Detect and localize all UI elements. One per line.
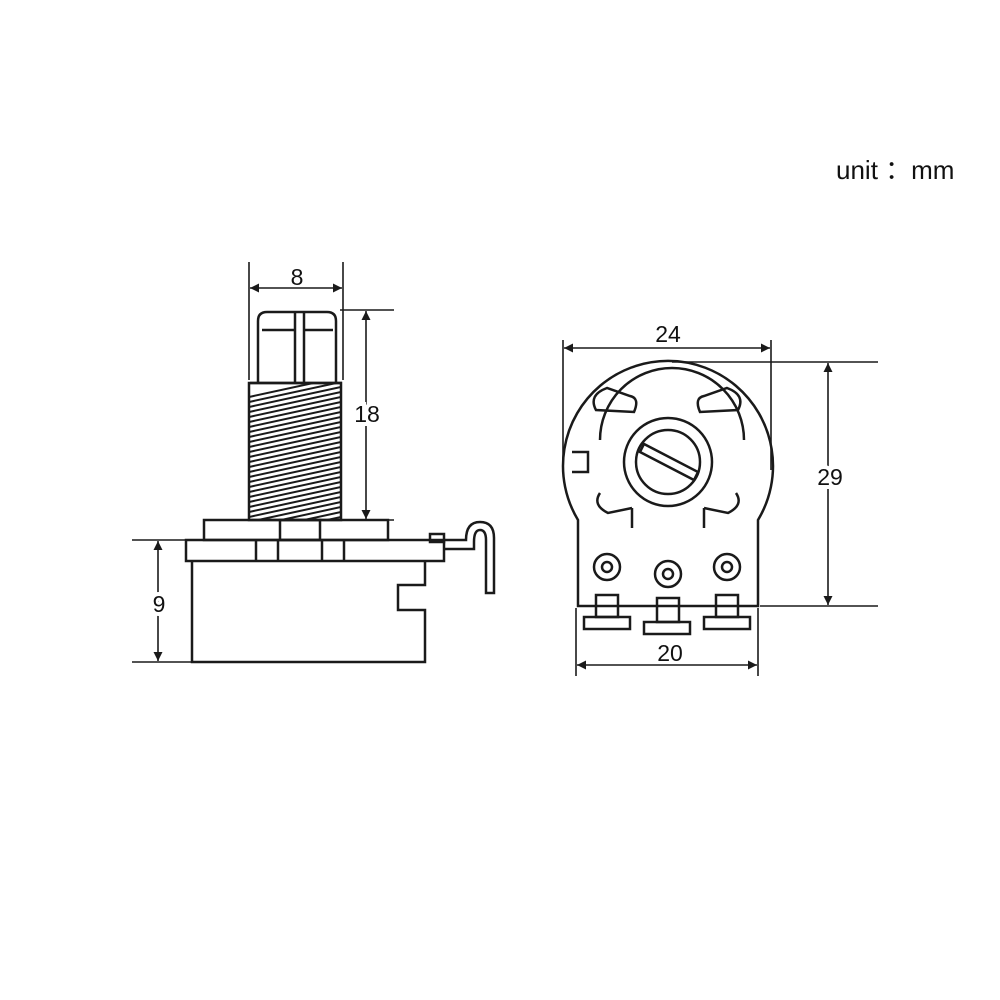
thread-line [249, 496, 341, 518]
thread-line [249, 401, 341, 423]
thread-line [276, 506, 341, 520]
side-view [184, 310, 496, 664]
thread-line [253, 501, 341, 520]
shaft-tip [250, 310, 342, 385]
thread-line [299, 511, 341, 520]
side-view-dimensions [132, 262, 394, 663]
mounting-nut [202, 518, 390, 542]
thread-line [249, 532, 341, 552]
thread-line [249, 421, 341, 443]
thread-line [249, 416, 341, 438]
thread-line [249, 456, 341, 478]
thread-line [249, 481, 341, 503]
dim-shaft-diameter: 8 [291, 264, 304, 290]
thread-line [249, 406, 341, 428]
dim-shaft-length: 18 [354, 401, 380, 427]
front-view [561, 359, 775, 636]
thread-line [249, 441, 341, 463]
thread-line [249, 491, 341, 513]
shaft-end [622, 416, 714, 508]
dim-body-height: 9 [153, 591, 166, 617]
terminal-pins [582, 593, 752, 636]
shaft-slot [638, 442, 700, 482]
unit-label: unit ：mm [836, 155, 955, 185]
thread-line [249, 436, 341, 458]
pot-body [190, 561, 427, 664]
thread-line [249, 386, 341, 408]
thread-line [249, 383, 341, 403]
solder-lug [444, 520, 496, 595]
thread-line [249, 391, 341, 413]
terminal-holes [592, 552, 742, 589]
thread-line [249, 527, 341, 547]
thread-line [249, 383, 319, 398]
thread-line [249, 451, 341, 473]
housing-tabs [572, 386, 742, 528]
thread-line [249, 446, 341, 468]
thread-line [249, 396, 341, 418]
thread-line [249, 476, 341, 498]
dim-terminal-span: 20 [657, 640, 683, 666]
mounting-washer [184, 532, 446, 563]
thread-line [249, 466, 341, 488]
inner-rim [598, 366, 746, 441]
threaded-bushing [247, 381, 343, 552]
thread-line [249, 486, 341, 508]
dim-overall-height: 29 [817, 464, 843, 490]
thread-line [249, 471, 341, 493]
thread-line [249, 431, 341, 453]
front-view-dimensions [562, 340, 878, 676]
thread-line [249, 426, 341, 448]
thread-line [249, 411, 341, 433]
thread-line [249, 461, 341, 483]
dim-body-width: 24 [655, 321, 681, 347]
